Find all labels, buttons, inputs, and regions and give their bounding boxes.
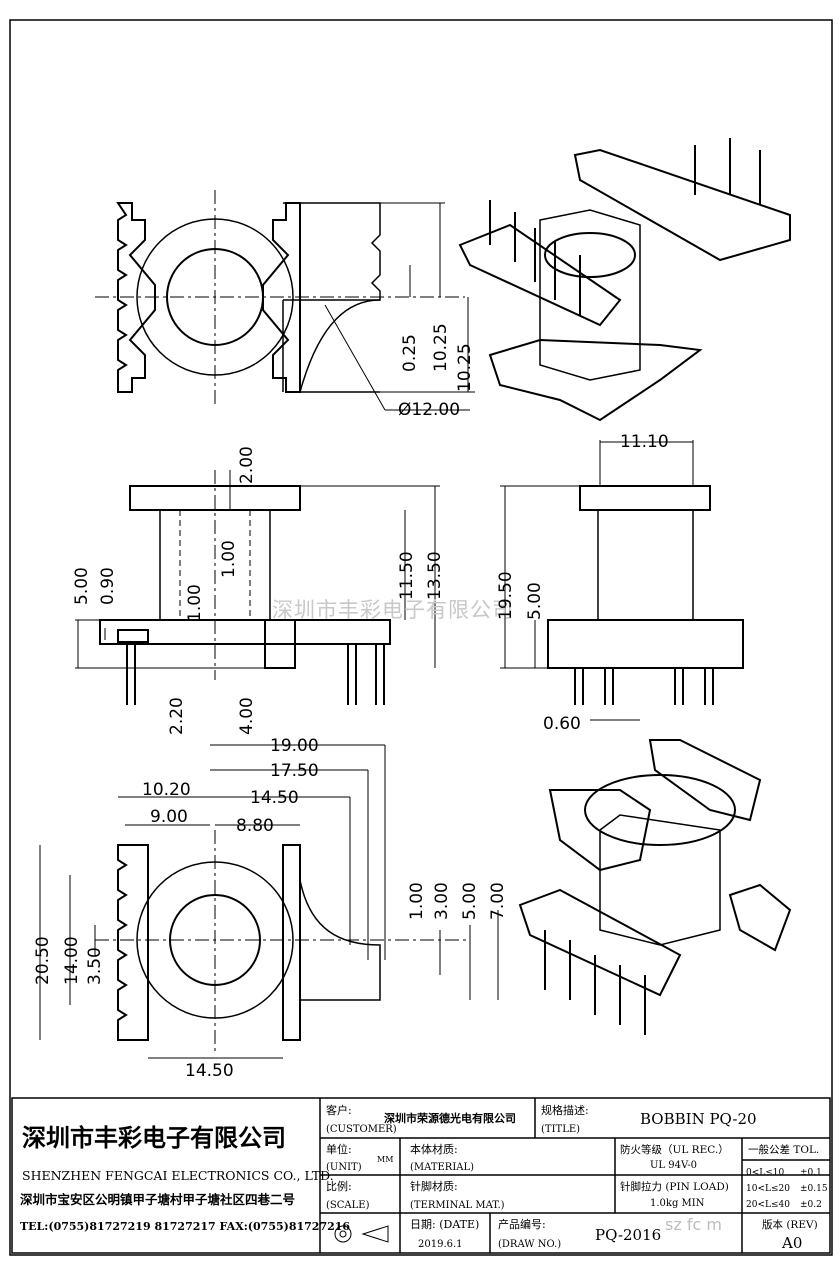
spec-label-cn: 规格描述: [541,1103,589,1117]
dim-5-00-b: 5.00 [525,582,545,620]
front-view [75,470,440,705]
dim-10-20: 10.20 [142,780,191,800]
flame-label: 防火等级（UL REC.） [620,1143,729,1156]
dim-5-00-a: 5.00 [72,567,92,605]
scale-label-cn: 比例: [326,1179,352,1193]
terminal-label-cn: 针脚材质: [410,1179,458,1193]
tol-label: 一般公差 TOL. [748,1143,819,1156]
rev-value: A0 [781,1234,802,1252]
watermark-text: 深圳市丰彩电子有限公司 [272,598,514,622]
top-view [95,190,475,411]
pinload-label: 针脚拉力 (PIN LOAD) [620,1180,729,1193]
tol-value-2: ±0.15 [800,1184,828,1194]
tol-value-1: ±0.1 [800,1168,822,1178]
drawno-label-en: (DRAW NO.) [498,1239,561,1250]
dim-0-90: 0.90 [98,567,118,605]
dim-diameter-12: Ø12.00 [398,400,460,420]
dim-19-00: 19.00 [270,736,319,756]
unit-value: MM [377,1155,393,1164]
dim-14-50-a: 14.50 [250,788,299,808]
dim-3-00: 3.00 [432,882,452,920]
tol-value-3: ±0.2 [800,1200,822,1210]
dim-11-10: 11.10 [620,432,669,452]
dim-10-25-a: 10.25 [431,323,451,372]
customer-label-cn: 客户: [326,1103,352,1117]
terminal-label-en: (TERMINAL MAT.) [410,1200,505,1211]
drawno-label-cn: 产品编号: [498,1217,546,1231]
dim-10-25-b: 10.25 [455,343,475,392]
company-address: 深圳市宝安区公明镇甲子塘村甲子塘社区四巷二号 [20,1192,295,1207]
isometric-view-bottom [518,739,792,1035]
dim-14-50-b: 14.50 [185,1061,234,1081]
isometric-view-top [458,138,791,422]
sheet-border [9,19,833,1256]
customer-value: 深圳市荣源德光电有限公司 [384,1111,516,1125]
unit-label-cn: 单位: [326,1142,352,1156]
dim-2-00: 2.00 [237,446,257,484]
dim-1-00-a: 1.00 [219,540,239,578]
tol-range-2: 10<L≤20 [746,1184,790,1194]
tol-range-1: 0<L≤10 [746,1168,785,1178]
dim-0-60: 0.60 [543,714,581,734]
side-view [500,440,744,721]
dim-17-50: 17.50 [270,761,319,781]
date-value: 2019.6.1 [418,1239,463,1250]
customer-label-en: (CUSTOMER) [326,1124,397,1135]
company-name-cn: 深圳市丰彩电子有限公司 [22,1123,286,1152]
dim-13-50: 13.50 [425,551,445,600]
dim-11-50: 11.50 [397,551,417,600]
tol-range-3: 20<L≤40 [746,1200,790,1210]
dim-1-00-c: 1.00 [407,882,427,920]
rev-label: 版本 (REV) [762,1218,818,1231]
dim-7-00: 7.00 [488,882,508,920]
dim-5-00-c: 5.00 [460,882,480,920]
title-block-grid [11,1097,831,1254]
dim-19-50: 19.50 [496,571,516,620]
scale-label-en: (SCALE) [326,1200,370,1211]
spec-value: BOBBIN PQ-20 [640,1110,757,1128]
unit-label-en: (UNIT) [326,1162,362,1173]
dim-8-80: 8.80 [236,816,274,836]
dim-1-00-b: 1.00 [185,584,205,622]
dim-0-25: 0.25 [400,334,420,372]
dim-2-20: 2.20 [167,697,187,735]
dim-20-50: 20.50 [33,936,53,985]
dim-4-00: 4.00 [237,697,257,735]
dim-3-50: 3.50 [85,947,105,985]
flame-value: UL 94V-0 [650,1160,697,1171]
material-label-cn: 本体材质: [410,1142,458,1156]
dim-9-00: 9.00 [150,807,188,827]
date-label: 日期: (DATE) [410,1218,479,1231]
company-name-en: SHENZHEN FENGCAI ELECTRONICS CO., LTD. [22,1168,334,1183]
spec-label-en: (TITLE) [541,1124,580,1135]
watermark-site: sz fc m [665,1215,722,1234]
dim-14-00: 14.00 [62,936,82,985]
material-label-en: (MATERIAL) [410,1162,474,1173]
pinload-value: 1.0kg MIN [650,1198,705,1209]
company-contact: TEL:(0755)81727219 81727217 FAX:(0755)81… [20,1220,350,1233]
bottom-view [39,744,499,1059]
drawno-value: PQ-2016 [595,1226,661,1244]
